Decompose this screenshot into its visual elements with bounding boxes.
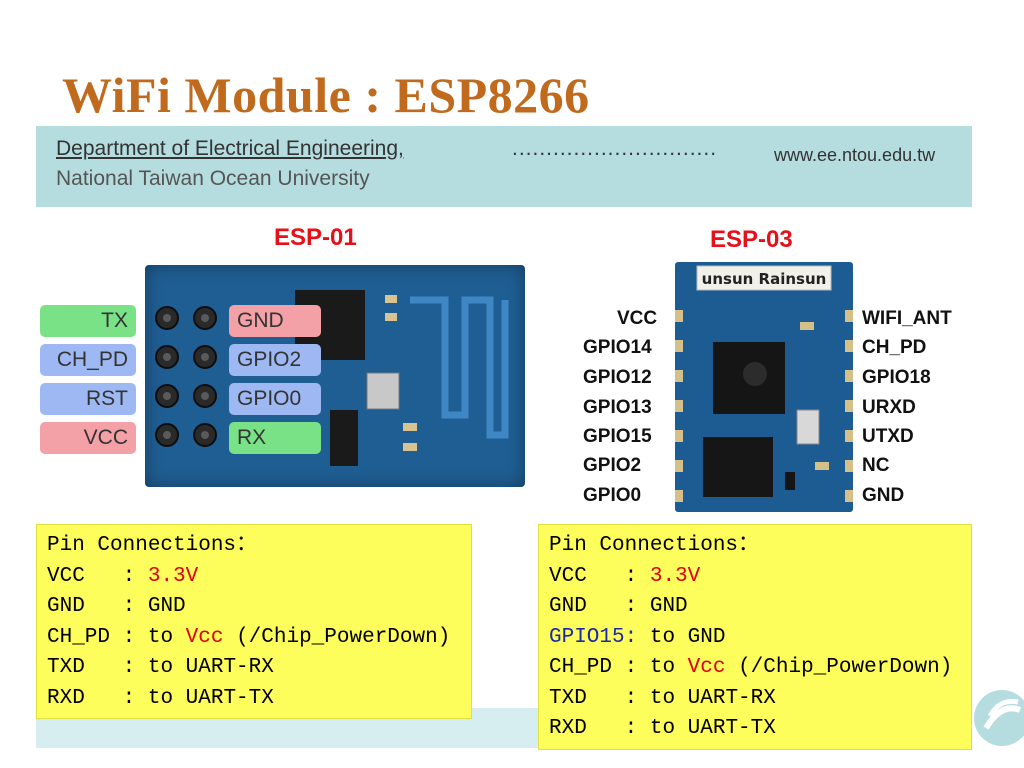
conn-value: to GND [649, 625, 726, 649]
conn-sep: : [122, 686, 148, 710]
conn-value: Vcc [185, 625, 224, 649]
conn-sep: : [122, 595, 148, 618]
conn-value: GND [649, 595, 688, 618]
slide-title: WiFi Module : ESP8266 [62, 67, 590, 123]
dotted-leader: .............................. [512, 137, 718, 160]
esp03-pin-gpio15: GPIO15 [583, 426, 652, 447]
esp03-pin-wifi-ant: WIFI_ANT [862, 308, 952, 329]
esp03-pin-gpio0: GPIO0 [583, 485, 642, 506]
conn-pin: TXD [47, 656, 123, 679]
esp01-pin-tx: TX [40, 305, 136, 337]
esp01-pin-ch-pd: CH_PD [40, 344, 136, 376]
conn-prefix: to [649, 656, 688, 679]
conn-value: to UART-RX [649, 686, 776, 710]
esp03-pin-gpio14: GPIO14 [583, 337, 652, 358]
conn-suffix: (/Chip_PowerDown) [223, 625, 451, 649]
conn-pin: CH_PD [549, 656, 625, 679]
conn-value: 3.3V [147, 564, 199, 588]
esp03-pin-gpio2: GPIO2 [583, 455, 642, 476]
conn-value: 3.3V [649, 564, 701, 588]
esp01-conn-row-gnd: GND : GND [47, 592, 471, 623]
conn-pin: RXD [47, 686, 123, 710]
esp03-pin-nc: NC [862, 455, 890, 476]
conn-sep: : [624, 686, 650, 710]
conn-pin: GPIO15 [549, 625, 625, 649]
department-name: Department of Electrical Engineering, [56, 137, 404, 160]
esp03-connections-heading: Pin Connections： [549, 534, 760, 557]
esp03-pin-urxd: URXD [862, 397, 916, 418]
esp01-conn-row-txd: TXD : to UART-RX [47, 653, 471, 684]
esp01-board-graphic [155, 290, 509, 466]
footer-logo-icon [974, 690, 1024, 746]
esp03-pin-gnd: GND [862, 485, 905, 506]
conn-sep: : [624, 595, 650, 618]
esp03-antenna-marking: unsun Rainsun [702, 270, 827, 288]
conn-pin: RXD [549, 717, 625, 740]
esp03-conn-row-gnd: GND : GND [549, 592, 971, 623]
esp01-conn-row-rxd: RXD : to UART-TX [47, 684, 471, 715]
esp03-conn-row-vcc: VCC : 3.3V [549, 562, 971, 593]
esp03-board-image: unsun Rainsun [675, 262, 853, 512]
esp01-board-image [145, 265, 525, 487]
conn-sep: : [122, 656, 148, 679]
conn-sep: : [624, 625, 650, 649]
esp03-conn-row-txd: TXD : to UART-RX [549, 684, 971, 715]
conn-sep: : [624, 564, 650, 588]
esp01-conn-row-vcc: VCC : 3.3V [47, 562, 471, 593]
esp03-pin-gpio18: GPIO18 [862, 367, 931, 388]
esp01-pin-gpio0: GPIO0 [229, 383, 321, 415]
esp03-pin-gpio13: GPIO13 [583, 397, 652, 418]
esp03-pin-ch-pd: CH_PD [862, 337, 927, 358]
esp01-label: ESP-01 [274, 224, 357, 251]
conn-pin: CH_PD [47, 625, 123, 649]
esp03-conn-row-gpio15: GPIO15: to GND [549, 623, 971, 654]
conn-pin: GND [549, 595, 625, 618]
header-banner [36, 126, 972, 207]
conn-pin: VCC [549, 564, 625, 588]
conn-pin: GND [47, 595, 123, 618]
esp01-pin-gnd: GND [229, 305, 321, 337]
esp01-connections-heading: Pin Connections： [47, 534, 258, 557]
conn-sep: : [122, 625, 148, 649]
conn-value: to UART-TX [649, 717, 776, 740]
esp01-pin-rx: RX [229, 422, 321, 454]
conn-prefix: to [147, 625, 186, 649]
conn-sep: : [624, 717, 650, 740]
esp03-board-graphic: unsun Rainsun [675, 265, 853, 502]
conn-sep: : [122, 564, 148, 588]
esp03-pin-vcc: VCC [617, 308, 658, 329]
esp03-conn-row-rxd: RXD : to UART-TX [549, 714, 971, 745]
esp01-pin-vcc: VCC [40, 422, 136, 454]
university-name: National Taiwan Ocean University [56, 167, 370, 190]
esp01-conn-row-ch-pd: CH_PD : to Vcc (/Chip_PowerDown) [47, 623, 471, 654]
esp03-label: ESP-03 [710, 226, 793, 253]
conn-sep: : [624, 656, 650, 679]
conn-suffix: (/Chip_PowerDown) [725, 656, 953, 679]
conn-pin: VCC [47, 564, 123, 588]
esp01-pin-rst: RST [40, 383, 136, 415]
conn-value: Vcc [687, 656, 726, 679]
esp03-pin-utxd: UTXD [862, 426, 914, 447]
esp03-conn-row-ch-pd: CH_PD : to Vcc (/Chip_PowerDown) [549, 653, 971, 684]
conn-value: GND [147, 595, 186, 618]
website-url: www.ee.ntou.edu.tw [774, 145, 936, 165]
conn-value: to UART-TX [147, 686, 274, 710]
esp01-pin-gpio2: GPIO2 [229, 344, 321, 376]
conn-value: to UART-RX [147, 656, 274, 679]
conn-pin: TXD [549, 686, 625, 710]
esp03-pin-gpio12: GPIO12 [583, 367, 652, 388]
